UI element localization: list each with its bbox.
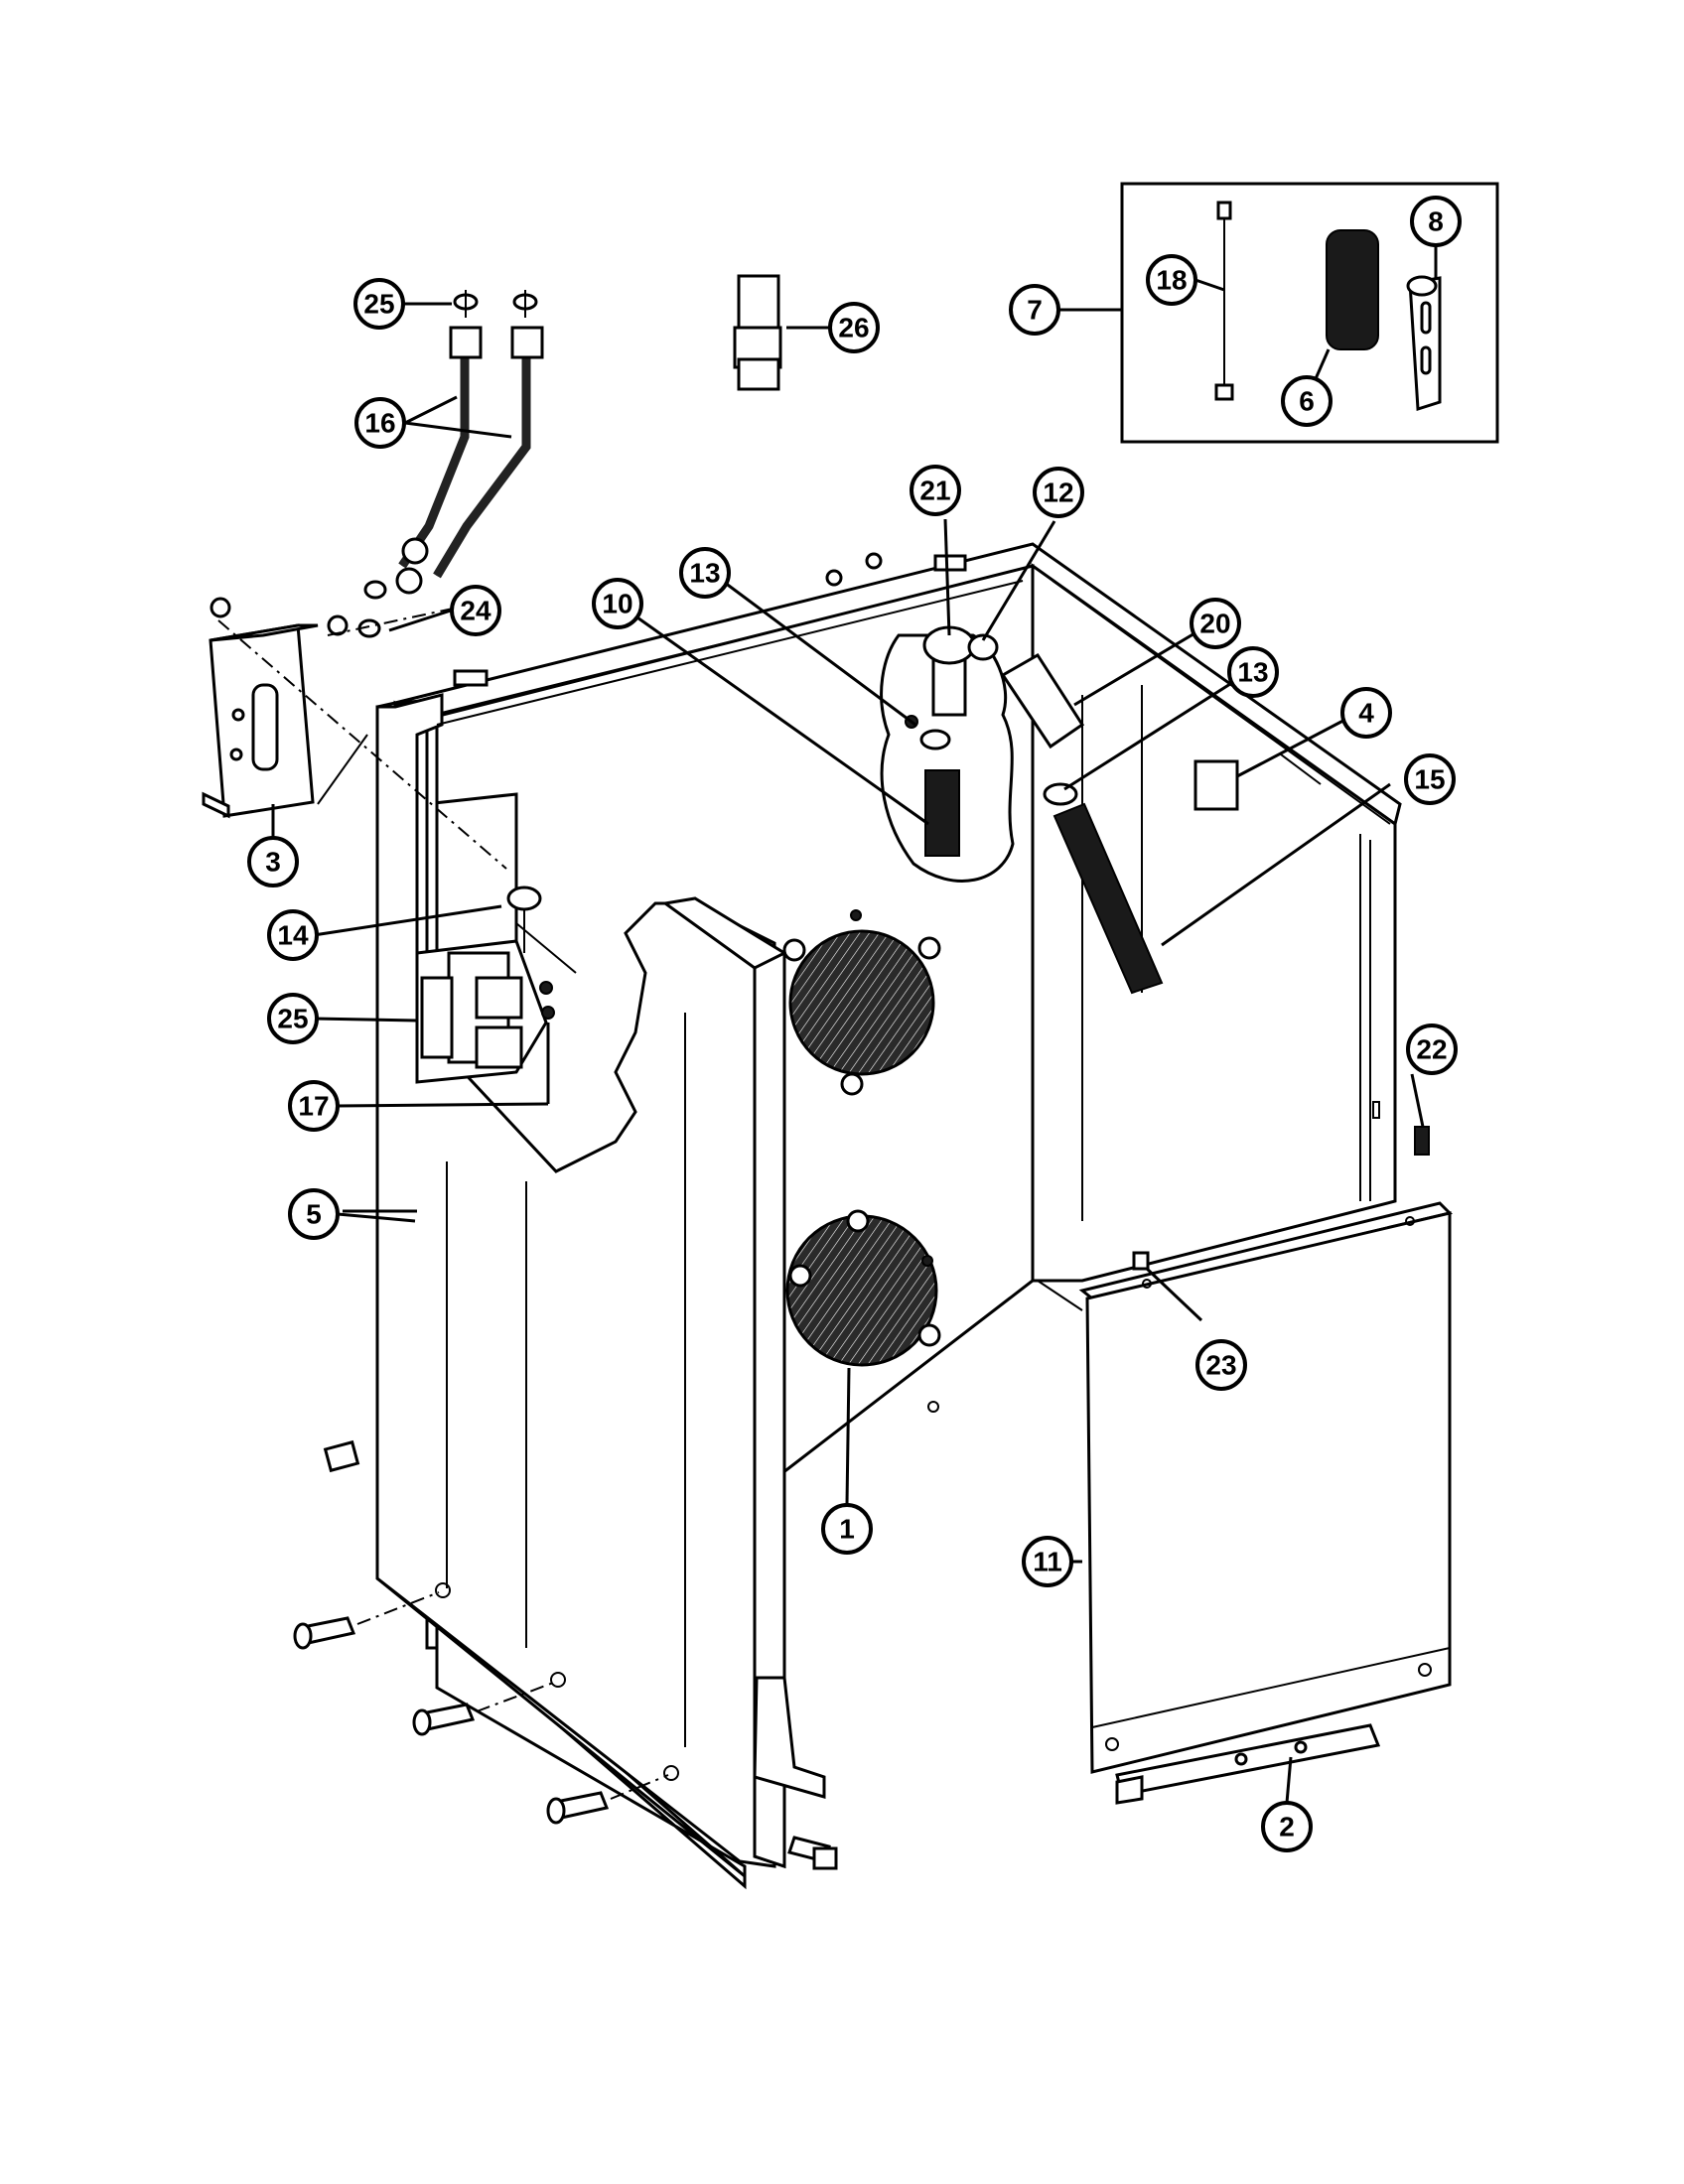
callout-12: 12 [1033,467,1084,518]
svg-text:3: 3 [265,847,281,878]
svg-text:2: 2 [1279,1812,1295,1843]
callout-21: 21 [910,465,961,516]
front-panel [1078,1201,1453,1805]
svg-text:13: 13 [689,558,720,589]
svg-text:23: 23 [1205,1350,1236,1381]
cabinet [375,542,1402,1890]
callout-19: 25 [353,278,405,330]
cutaway-inner-upper [880,633,1015,883]
internal-hoses [905,625,1164,995]
svg-text:8: 8 [1428,206,1444,237]
leader-lines [271,245,1438,1804]
lower-motor-opening [785,1214,938,1367]
callout-16: 16 [354,397,406,449]
callout-22: 22 [1406,1024,1458,1075]
svg-text:13: 13 [1237,657,1268,688]
mounting-bracket [202,597,507,870]
callout-3: 3 [247,836,299,887]
callout-11: 11 [1022,1536,1073,1587]
callout-7: 7 [1009,284,1060,336]
svg-text:21: 21 [919,476,950,506]
callout-18: 18 [1146,254,1197,306]
callout-4: 4 [1340,687,1392,739]
callout-25: 25 [267,993,319,1044]
screw-4 [787,1836,838,1870]
callout-20: 20 [1190,598,1241,649]
callout-24: 24 [450,585,501,636]
svg-text:12: 12 [1043,478,1073,508]
callout-6: 6 [1281,375,1333,427]
back-wall-openings [782,909,941,1413]
svg-text:24: 24 [460,596,491,626]
callout-1: 1 [821,1503,873,1555]
callout-14: 14 [267,909,319,961]
callout-15: 15 [1404,753,1456,805]
callout-13-right: 13 [1227,646,1279,698]
svg-text:25: 25 [277,1004,308,1034]
upper-motor-opening [788,929,935,1076]
svg-text:10: 10 [602,589,632,619]
inlet-hoses [357,290,544,638]
svg-text:6: 6 [1299,386,1315,417]
callout-17: 17 [288,1080,340,1132]
water-valve [415,886,577,1084]
svg-text:20: 20 [1199,609,1230,639]
svg-text:18: 18 [1156,265,1187,296]
svg-text:5: 5 [306,1199,322,1230]
callout-26: 26 [828,302,880,353]
small-parts [293,274,1430,1870]
callout-5: 5 [288,1188,340,1240]
screw-3 [546,1791,610,1825]
svg-text:26: 26 [838,313,869,343]
callout-13-left: 13 [679,547,731,599]
svg-text:15: 15 [1414,764,1445,795]
front-panel-face [1085,1211,1452,1774]
callout-23: 23 [1195,1339,1247,1391]
svg-text:11: 11 [1033,1547,1062,1577]
svg-text:22: 22 [1416,1034,1447,1065]
svg-text:4: 4 [1358,698,1374,729]
callout-8: 8 [1410,196,1462,247]
parts-kit-inset [1120,182,1499,444]
svg-text:16: 16 [364,408,395,439]
callout-10: 10 [592,578,643,629]
callout-2: 2 [1261,1801,1313,1852]
svg-text:14: 14 [277,920,309,951]
screw-1 [293,1616,356,1650]
svg-text:7: 7 [1027,295,1043,326]
screw-2 [412,1703,476,1736]
side-panel-outer [375,693,776,1868]
svg-text:1: 1 [839,1514,855,1545]
svg-text:17: 17 [298,1091,329,1122]
svg-text:25: 25 [363,289,394,320]
